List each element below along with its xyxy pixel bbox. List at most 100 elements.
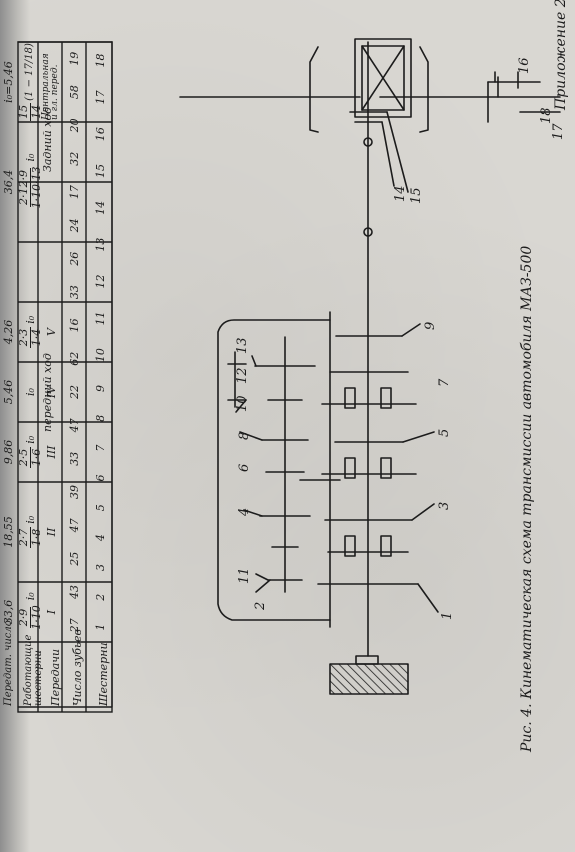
gear-number: 12 (93, 274, 107, 289)
page-edge-shadow (0, 0, 30, 852)
working-IV-suffix: i₀ (23, 388, 37, 396)
gear-V: V (45, 328, 58, 336)
teeth-count: 22 (67, 385, 81, 400)
row-header-gears: Шестерни (97, 642, 110, 706)
gear-label-4: 4 (237, 507, 252, 516)
working-III-suffix: i₀ (23, 435, 37, 444)
gear-label-9: 9 (423, 321, 438, 330)
gear-number: 8 (93, 414, 107, 422)
gear-label-12: 12 (235, 367, 250, 384)
row-header-working: Работающие шестерни (23, 634, 44, 706)
teeth-count: 47 (67, 418, 81, 433)
working-V-den: 1·4 (29, 328, 43, 347)
gear-III: III (45, 445, 58, 459)
working-I-suffix: i₀ (23, 592, 37, 601)
gear-I: I (45, 609, 58, 615)
gear-label-18: 18 (539, 107, 554, 124)
working-reverse-num: 2·12·9 (16, 167, 31, 207)
teeth-count: 25 (67, 551, 81, 566)
working-central-num: 15 (16, 102, 31, 121)
gear-number: 15 (93, 164, 107, 178)
gear-IV: IV (45, 385, 58, 399)
gear-number: 1 (93, 623, 107, 631)
gear-number: 18 (93, 53, 107, 68)
working-II-den: 1·8 (29, 528, 43, 547)
gear-label-11: 11 (237, 567, 252, 584)
gear-label-7: 7 (437, 378, 452, 387)
ratio-V: 4,26 (2, 319, 15, 345)
working-V-num: 2·3 (16, 326, 31, 349)
row-header-gear: Передачи (49, 648, 62, 706)
teeth-count: 58 (67, 85, 81, 100)
gear-number: 5 (93, 504, 107, 512)
table-gear-numbers: 1 2 3 4 5 6 7 8 9 10 11 12 13 14 15 16 1… (90, 42, 110, 642)
gear-number: 4 (93, 534, 107, 542)
ratio-IV: 5,46 (2, 379, 15, 405)
teeth-count: 24 (67, 218, 81, 233)
gear-label-10: 10 (235, 395, 250, 412)
gear-label-14: 14 (393, 185, 408, 202)
gear-label-1: 1 (440, 611, 455, 620)
appendix-label: Приложение 2. (553, 0, 569, 110)
gear-number: 9 (93, 384, 107, 392)
gear-number: 7 (93, 444, 107, 452)
teeth-count: 47 (67, 518, 81, 533)
gear-number: 14 (93, 200, 107, 215)
ratio-reverse: 36,4 (2, 169, 15, 195)
working-V-suffix: i₀ (23, 315, 37, 324)
gear-label-15: 15 (409, 187, 424, 204)
ratio-central: i₀=5,46 (2, 61, 15, 103)
gear-label-16: 16 (517, 57, 532, 74)
table-teeth-counts: 27 43 25 47 39 33 47 22 62 16 33 26 24 1… (64, 42, 84, 642)
gear-label-3: 3 (437, 501, 452, 510)
gear-number: 11 (93, 311, 107, 326)
working-II-suffix: i₀ (23, 515, 37, 524)
working-central-den: 14 (29, 104, 43, 119)
working-I-num: 2·9 (16, 606, 31, 629)
teeth-count: 20 (67, 118, 81, 133)
teeth-count: 26 (67, 251, 81, 266)
gear-number: 13 (93, 237, 107, 252)
ratio-I: 33,6 (2, 599, 15, 625)
gear-number: 3 (93, 563, 107, 571)
teeth-count: 62 (67, 351, 81, 366)
working-reverse-den: 1·10·13 (29, 166, 43, 209)
working-IV: i₀ (20, 362, 40, 422)
gear-number: 6 (93, 474, 107, 482)
central-header: Центральная и гл. перед. (41, 53, 60, 120)
gear-label-8: 8 (237, 431, 252, 440)
teeth-count: 33 (67, 285, 81, 300)
ratio-III: 9,86 (2, 439, 15, 465)
gear-label-2: 2 (253, 601, 268, 610)
working-III-num: 2·5 (16, 446, 31, 469)
teeth-count: 27 (67, 618, 81, 633)
teeth-count: 33 (67, 451, 81, 466)
teeth-count: 19 (67, 51, 81, 66)
gear-label-17: 17 (551, 123, 566, 140)
gear-label-6: 6 (237, 463, 252, 472)
figure-caption: Рис. 4. Кинематическая схема трансмиссии… (519, 245, 535, 752)
gear-number: 10 (93, 348, 107, 363)
teeth-count: 16 (67, 318, 81, 333)
gear-number: 16 (93, 127, 107, 142)
teeth-count: 39 (67, 485, 81, 500)
working-central-suffix: (1 − 17/18) (24, 43, 35, 101)
teeth-count: 32 (67, 151, 81, 166)
working-reverse-suffix: i₀ (23, 153, 37, 162)
working-III-den: 1·6 (29, 448, 43, 467)
gear-label-13: 13 (235, 337, 250, 354)
teeth-count: 43 (67, 585, 81, 600)
gear-number: 17 (93, 90, 107, 105)
working-II-num: 2·7 (16, 526, 31, 549)
ratio-II: 18,55 (2, 516, 15, 548)
teeth-count: 17 (67, 185, 81, 200)
